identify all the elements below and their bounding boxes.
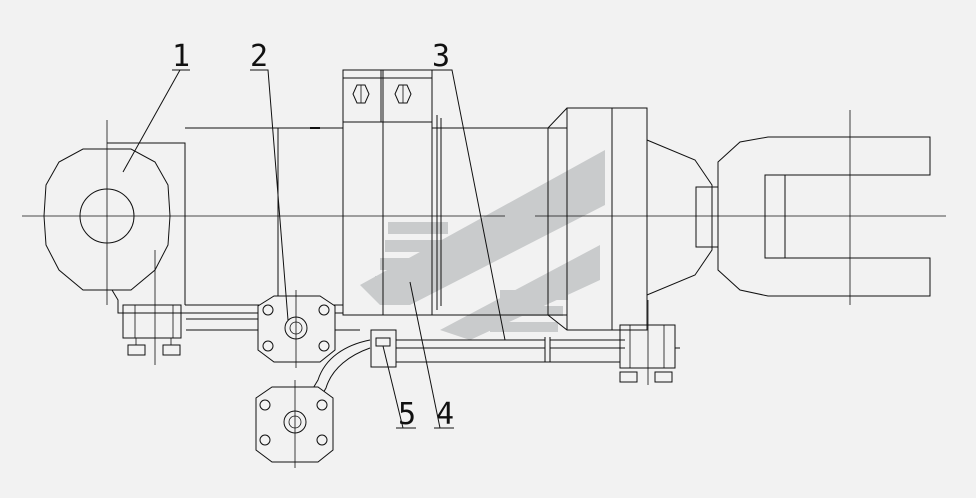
mounting-feet	[122, 250, 676, 385]
clamp-block	[342, 69, 433, 316]
rear-eye-mount	[43, 142, 186, 314]
callout-5: 5	[398, 397, 416, 432]
nut-front-left	[619, 371, 638, 383]
watermark-logo	[360, 150, 605, 340]
hydraulic-pipes	[186, 312, 680, 416]
hex-bolt-left	[352, 84, 370, 104]
upper-pipe-flange	[257, 290, 336, 368]
callout-3: 3	[432, 39, 450, 74]
lower-pipe-flange	[255, 380, 334, 468]
callout-2: 2	[250, 39, 268, 74]
callout-1: 1	[172, 39, 190, 74]
hex-bolt-right	[394, 84, 412, 104]
nut-rear-left	[127, 344, 146, 356]
callout-4: 4	[436, 397, 454, 432]
rod-clevis	[695, 136, 931, 297]
front-head	[547, 107, 713, 331]
callouts: 1 2 3 4 5	[172, 39, 454, 432]
nut-rear-right	[162, 344, 181, 356]
nut-front-right	[654, 371, 673, 383]
center-lines	[22, 110, 946, 305]
